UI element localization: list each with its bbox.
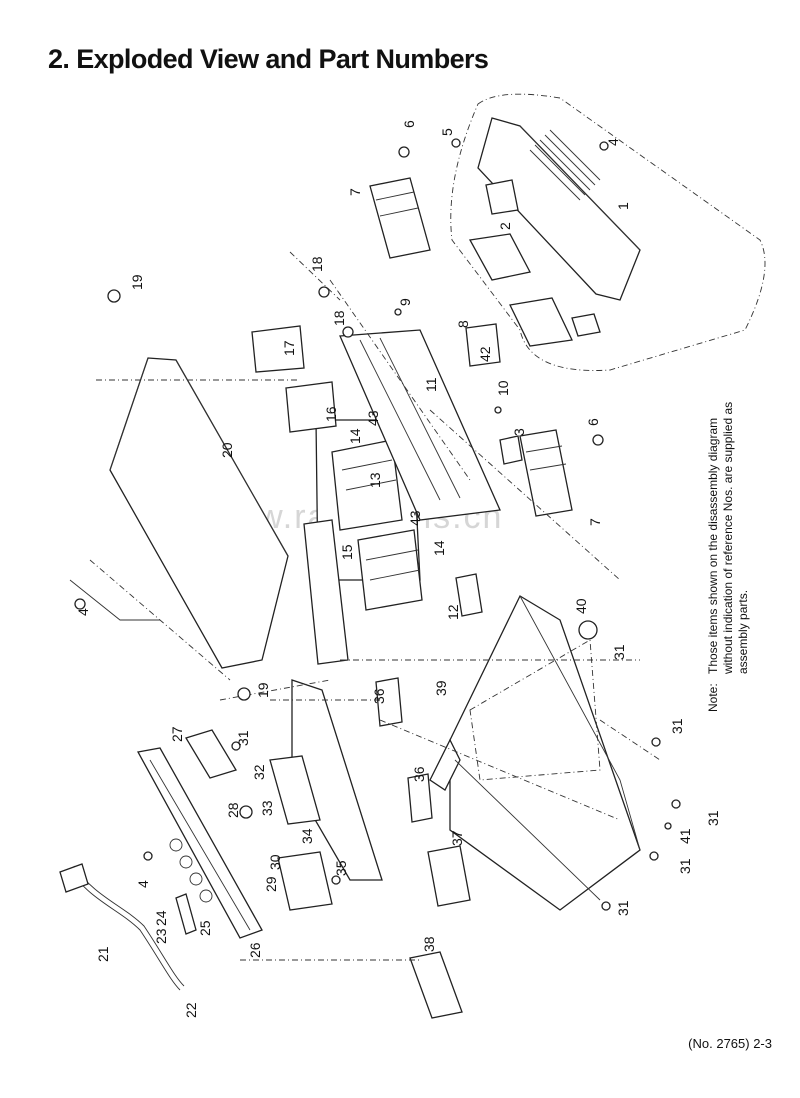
label-4c: 4: [135, 880, 151, 888]
label-31c: 31: [669, 718, 685, 734]
assembly-lines: [219, 251, 661, 961]
front-panel-assembly: [450, 93, 766, 371]
label-35: 35: [333, 860, 349, 876]
label-13: 13: [367, 472, 383, 488]
label-43b: 43: [407, 510, 423, 526]
label-20: 20: [219, 442, 235, 458]
pcb-assemblies: [251, 177, 573, 1019]
label-14a: 14: [347, 428, 363, 444]
label-9: 9: [397, 298, 413, 306]
label-31b: 31: [611, 644, 627, 660]
label-18a: 18: [309, 256, 325, 272]
label-7b: 7: [587, 518, 603, 526]
label-26: 26: [247, 942, 263, 958]
label-6b: 6: [585, 418, 601, 426]
rear-panel: [136, 729, 263, 939]
label-18b: 18: [331, 310, 347, 326]
label-31f: 31: [615, 900, 631, 916]
label-3: 3: [511, 428, 527, 436]
label-17: 17: [281, 340, 297, 356]
label-25: 25: [197, 920, 213, 936]
label-24: 24: [153, 910, 169, 926]
label-2: 2: [497, 222, 513, 230]
power-cord: [59, 863, 197, 991]
label-36b: 36: [411, 766, 427, 782]
label-40: 40: [573, 598, 589, 614]
label-31e: 31: [677, 858, 693, 874]
label-6a: 6: [401, 120, 417, 128]
note-heading: Note:: [706, 683, 720, 712]
label-4a: 4: [605, 138, 621, 146]
label-11: 11: [423, 377, 439, 392]
note-text: Those items shown on the disassembly dia…: [706, 401, 750, 674]
label-1: 1: [615, 202, 631, 210]
label-39: 39: [433, 680, 449, 696]
main-chassis: [429, 595, 641, 911]
note-block: Note: Those items shown on the disassembl…: [706, 372, 751, 712]
label-36a: 36: [371, 688, 387, 704]
label-16: 16: [323, 406, 339, 422]
label-19b: 19: [255, 682, 271, 698]
page-title: 2. Exploded View and Part Numbers: [48, 44, 489, 74]
label-42: 42: [477, 346, 493, 362]
label-34: 34: [299, 828, 315, 844]
label-8: 8: [455, 320, 471, 328]
part-number-labels: 1 2 3 4 4 4 5 6 6 7 7 8 9 10 11 12 13 14…: [75, 120, 721, 1018]
label-10: 10: [495, 380, 511, 396]
label-21: 21: [95, 946, 111, 962]
label-29: 29: [263, 876, 279, 892]
label-27: 27: [169, 726, 185, 742]
screws: [74, 138, 681, 911]
label-31d: 31: [705, 810, 721, 826]
label-28: 28: [225, 802, 241, 818]
top-cover: [69, 357, 300, 681]
label-4b: 4: [75, 608, 91, 616]
label-37: 37: [449, 830, 465, 846]
label-12: 12: [445, 604, 461, 620]
label-15: 15: [339, 544, 355, 560]
label-33: 33: [259, 800, 275, 816]
label-32: 32: [251, 764, 267, 780]
label-7a: 7: [347, 188, 363, 196]
label-5: 5: [439, 128, 455, 136]
label-43a: 43: [365, 410, 381, 426]
label-30: 30: [267, 854, 283, 870]
label-22: 22: [183, 1002, 199, 1018]
page-footer-reference: (No. 2765) 2-3: [688, 1036, 772, 1051]
label-38: 38: [421, 936, 437, 952]
label-23: 23: [153, 928, 169, 944]
label-41: 41: [677, 828, 693, 844]
label-19a: 19: [129, 274, 145, 290]
label-14b: 14: [431, 540, 447, 556]
label-31a: 31: [235, 730, 251, 746]
